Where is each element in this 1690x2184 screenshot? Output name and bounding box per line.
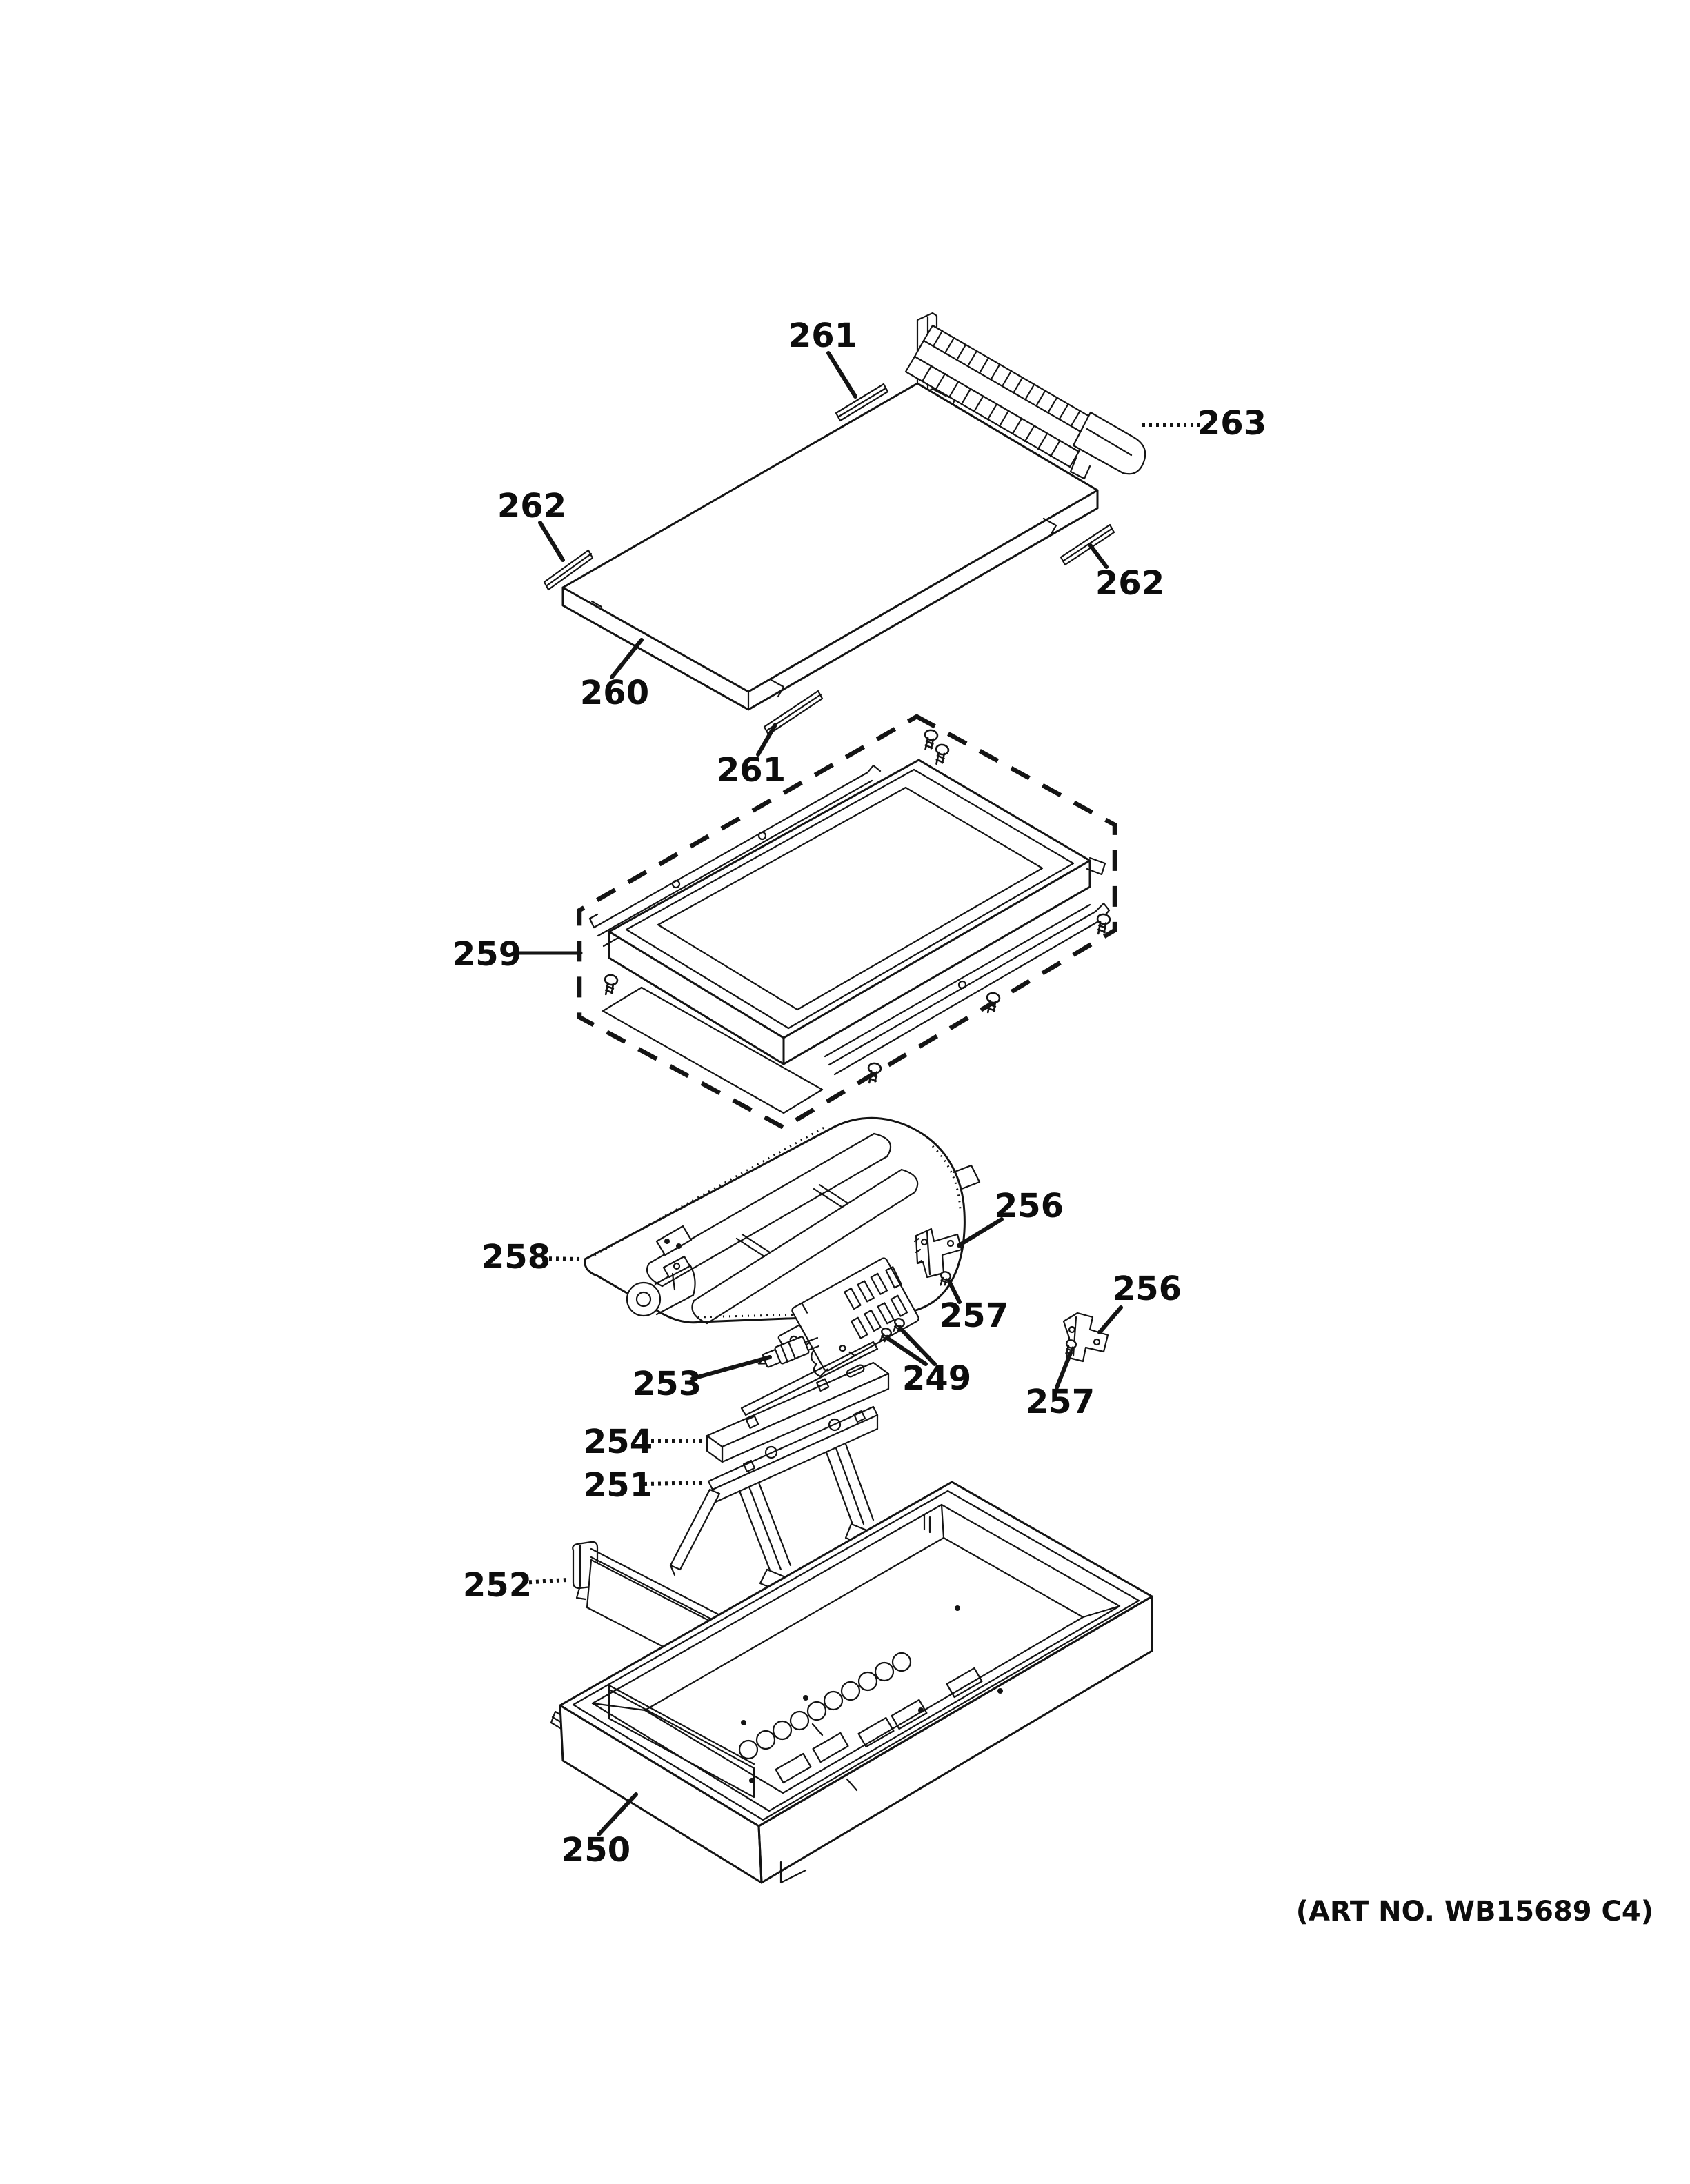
part-igniter-253 <box>757 1257 919 1377</box>
part-burner-258 <box>584 1116 981 1325</box>
callout-258: 258 <box>481 1238 550 1276</box>
callout-257-upper: 257 <box>940 1296 1008 1335</box>
callout-253: 253 <box>633 1365 702 1403</box>
callout-250: 250 <box>561 1831 630 1870</box>
callout-256-right: 256 <box>1113 1270 1182 1308</box>
leader-lines <box>517 351 1202 1836</box>
part-trim-strip-rear-261 <box>835 383 889 422</box>
part-frame-boundary-259 <box>577 714 1117 1130</box>
part-grate-263 <box>904 312 1146 480</box>
callout-260: 260 <box>580 674 649 712</box>
callout-256-upper: 256 <box>995 1187 1064 1225</box>
callout-251: 251 <box>584 1466 653 1505</box>
callout-254: 254 <box>584 1423 653 1461</box>
part-griddle-plate-260 <box>561 382 1099 711</box>
art-number: (ART NO. WB15689 C4) <box>1296 1896 1653 1927</box>
callout-261-rear: 261 <box>788 317 857 355</box>
part-drawer-pan-250 <box>550 1481 1153 1884</box>
callout-259: 259 <box>453 935 521 974</box>
part-tray-assembly-259 <box>588 728 1112 1114</box>
callout-252: 252 <box>463 1566 532 1605</box>
callout-249: 249 <box>902 1359 971 1398</box>
part-trim-strip-left-262 <box>543 549 594 591</box>
callout-262-left: 262 <box>497 487 566 525</box>
part-support-bar-254 <box>706 1341 890 1463</box>
part-trim-strip-right-262 <box>1060 523 1115 566</box>
part-bracket-upper-256 <box>913 1228 963 1279</box>
callout-257-right: 257 <box>1026 1383 1095 1421</box>
callout-263: 263 <box>1197 404 1266 443</box>
callout-261-front: 261 <box>717 751 786 790</box>
callout-262-right: 262 <box>1095 564 1164 603</box>
